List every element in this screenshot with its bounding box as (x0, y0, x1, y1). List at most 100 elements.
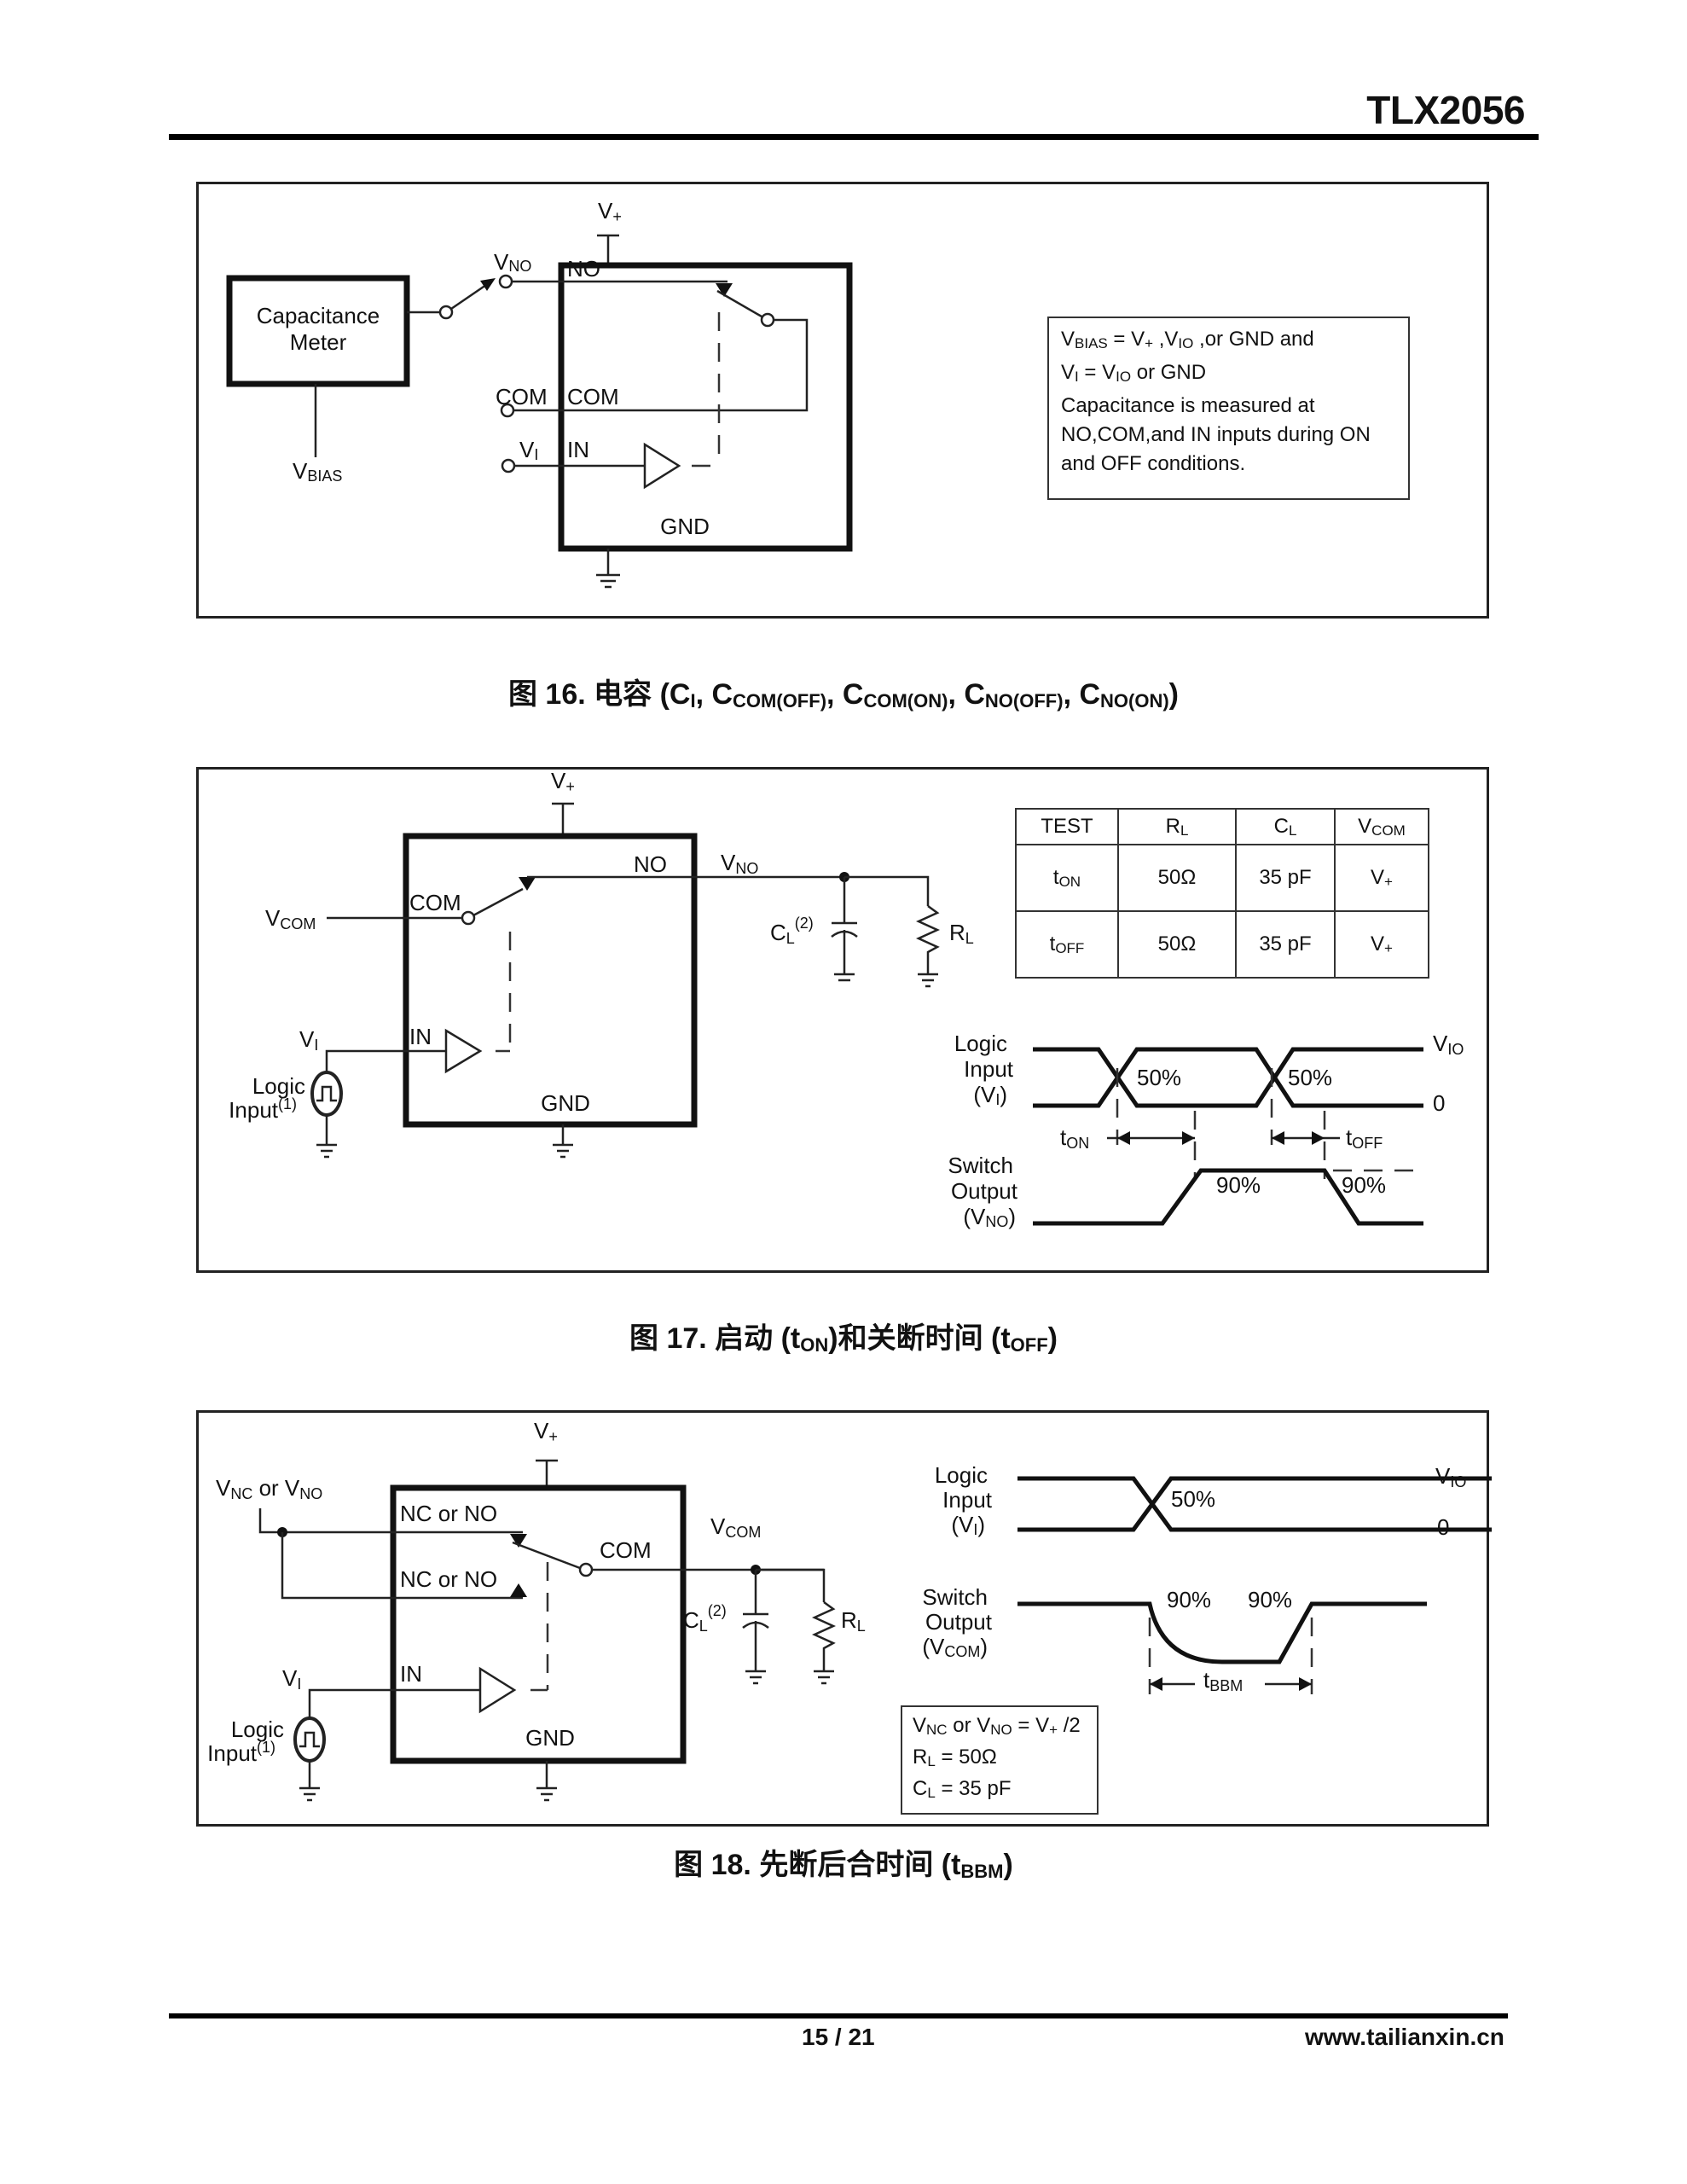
vi-label: VI (519, 437, 538, 463)
pin-no-label: NO (634, 851, 667, 877)
pin-ncno-2-label: NC or NO (400, 1566, 497, 1592)
cl-ground-icon (745, 1670, 766, 1685)
figure-16-schematic: Capacitance Meter VBIAS VNO V+ NO COM CO… (226, 198, 853, 589)
selector-pivot-pin (438, 305, 454, 320)
timing-in-label-1: Logic (954, 1031, 1007, 1056)
source-ground-icon (299, 1786, 320, 1802)
timing-out-label-1: Switch (922, 1584, 988, 1610)
logic-input-waveform-a (1017, 1476, 1492, 1532)
header-rl: RL (1117, 808, 1237, 845)
vplus-label: V+ (551, 770, 575, 795)
pin-in-label: IN (567, 437, 589, 462)
cell-test: tON (1015, 844, 1119, 912)
ic-box (403, 833, 698, 1128)
capacitance-meter-box (226, 275, 410, 387)
ncno-wire-1 (258, 1508, 523, 1534)
figure-16-caption: 图 16. 电容 (CI, CCOM(OFF), CCOM(ON), CNO(O… (507, 678, 1179, 712)
vno-label: VNO (494, 249, 531, 275)
note-line-2: RL = 50Ω (913, 1745, 997, 1769)
com-pin (500, 403, 515, 418)
zero-label: 0 (1433, 1090, 1445, 1116)
header-vcom: VCOM (1334, 808, 1429, 845)
page-number: 15 / 21 (802, 2024, 875, 2050)
ic-box (558, 262, 853, 552)
pin-gnd-label: GND (660, 514, 710, 539)
vi-label: VI (299, 1026, 318, 1054)
website-link[interactable]: www.tailianxin.cn (1305, 2024, 1504, 2050)
ground-icon (536, 1786, 557, 1802)
switch-arm (512, 1541, 581, 1570)
com-pivot-pin (578, 1562, 594, 1577)
cell-vcom: V+ (1334, 844, 1429, 912)
switch-contact-icon (519, 877, 536, 891)
logic-input-waveform-b (1017, 1476, 1492, 1532)
ton-arrow-left-icon (1117, 1131, 1130, 1145)
figure-18-box: V+ VNC or VNO NC or NO NC or NO COM VCOM… (196, 1410, 1492, 1827)
timing-out-label-2: Output (951, 1178, 1018, 1204)
vio-label: VIO (1435, 1463, 1466, 1490)
pct50-label: 50% (1171, 1486, 1215, 1512)
pin-in-label: IN (409, 1024, 432, 1049)
switch-output-waveform (1033, 1168, 1423, 1226)
vno-label: VNO (721, 850, 758, 877)
source-ground-icon (316, 1143, 337, 1159)
com-wire (512, 318, 809, 412)
buffer-icon (478, 1666, 517, 1714)
ncno-wire-2 (281, 1532, 523, 1600)
tbbm-arrow-right-icon (1299, 1677, 1312, 1691)
timing-out-label-1: Switch (948, 1153, 1013, 1178)
timing-in-label-1: Logic (935, 1462, 988, 1488)
note-line-1: VNC or VNO = V+ /2 (913, 1714, 1081, 1738)
cl-label: CL(2) (770, 915, 814, 947)
pct90-label-b: 90% (1248, 1587, 1292, 1612)
cell-cl: 35 pF (1235, 844, 1336, 912)
switch-output-waveform (1017, 1601, 1427, 1664)
zero-label: 0 (1437, 1514, 1449, 1540)
cell-vcom: V+ (1334, 910, 1429, 979)
vi-label: VI (282, 1665, 301, 1693)
rl-wire (756, 1568, 826, 1602)
note-line-2: VI = VIO or GND (1061, 361, 1207, 385)
toff-arrow-right-icon (1312, 1131, 1325, 1145)
pct90-label-a: 90% (1216, 1172, 1261, 1198)
cell-cl: 35 pF (1235, 910, 1336, 979)
tbbm-arrow-left-icon (1150, 1677, 1162, 1691)
timing-out-label-3: (VNO) (963, 1204, 1016, 1230)
vno-pin (498, 274, 513, 289)
pin-ncno-1-label: NC or NO (400, 1501, 497, 1526)
note-line-1: VBIAS = V+ ,VIO ,or GND and (1061, 328, 1314, 351)
header-cl: CL (1235, 808, 1336, 845)
logic-input-label-1: Logic (252, 1073, 305, 1099)
pct50-label-a: 50% (1137, 1065, 1181, 1090)
ext-com-label: COM (496, 384, 548, 410)
header-rule (169, 134, 1539, 140)
table-row: tON 50Ω 35 pF V+ (1015, 844, 1429, 912)
switch-contact-icon (716, 283, 733, 297)
rl-label: RL (841, 1607, 866, 1635)
pct90-label-b: 90% (1342, 1172, 1386, 1198)
header-test: TEST (1015, 808, 1119, 845)
test-conditions-table: TEST RL CL VCOM tON 50Ω 35 pF V+ tOFF 50… (1015, 808, 1429, 979)
ton-label: tON (1060, 1124, 1089, 1152)
figure-18-conditions-note: VNC or VNO = V+ /2 RL = 50Ω CL = 35 pF (901, 1705, 1099, 1815)
resistor-rl-icon (811, 1600, 837, 1671)
vi-pin (501, 458, 516, 473)
pin-gnd-label: GND (541, 1090, 590, 1116)
timing-out-label-3: (VCOM) (922, 1634, 988, 1660)
ic-box (390, 1484, 687, 1764)
figure-16-box: Capacitance Meter VBIAS VNO V+ NO COM CO… (196, 182, 1489, 619)
table-header-row: TEST RL CL VCOM (1015, 808, 1429, 845)
timing-out-label-2: Output (925, 1609, 993, 1635)
toff-label: tOFF (1346, 1124, 1383, 1152)
pin-com-label: COM (600, 1537, 652, 1563)
timing-in-label-2: Input (964, 1056, 1014, 1082)
figure-18-schematic: V+ VNC or VNO NC or NO NC or NO COM VCOM… (207, 1418, 1492, 1802)
cl-label: CL(2) (683, 1602, 727, 1635)
note-line-4: NO,COM,and IN inputs during ON (1061, 423, 1371, 446)
document-title: TLX2056 (1366, 88, 1525, 132)
figure-18-caption: 图 18. 先断后合时间 (tBBM) (674, 1849, 1013, 1882)
buffer-icon (643, 442, 681, 490)
table-row: tOFF 50Ω 35 pF V+ (1015, 910, 1429, 979)
selector-arrow-icon (480, 278, 496, 291)
figure-17-caption: 图 17. 启动 (tON)和关断时间 (tOFF) (629, 1322, 1058, 1356)
